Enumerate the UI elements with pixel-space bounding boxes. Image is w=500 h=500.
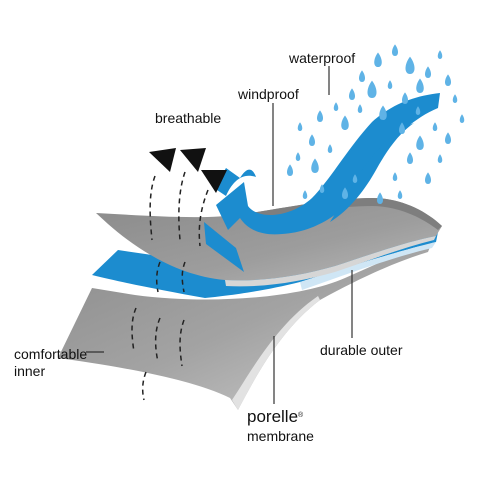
water-droplet-icon [287, 164, 293, 176]
comfortable-inner-label: comfortable inner [14, 346, 87, 380]
water-droplet-icon [309, 134, 315, 146]
water-droplet-icon [357, 104, 363, 113]
water-droplet-icon [342, 187, 348, 199]
durable-outer-label: durable outer [320, 342, 403, 358]
water-droplet-icon [295, 152, 301, 161]
water-droplet-icon [425, 66, 431, 78]
comfortable-label-line1: comfortable [14, 346, 88, 362]
breathable-vapor-lines [131, 171, 209, 401]
water-droplet-icon [416, 135, 424, 150]
water-droplet-icon [397, 190, 403, 199]
windproof-label: windproof [238, 86, 299, 102]
water-droplet-icon [341, 115, 349, 130]
brand-name: porelle [247, 407, 299, 426]
water-droplet-icon [319, 184, 325, 193]
water-droplet-icon [415, 106, 421, 115]
water-droplet-icon [437, 154, 443, 163]
water-droplet-icon [437, 50, 443, 59]
water-droplet-icon [432, 122, 438, 131]
water-droplet-icon [359, 70, 365, 82]
water-droplet-icon [407, 152, 413, 164]
water-droplet-icon [302, 190, 308, 199]
water-droplet-icon [387, 80, 393, 89]
water-droplet-icon [425, 172, 431, 184]
water-droplet-icon [374, 52, 382, 67]
water-droplet-icon [445, 74, 451, 86]
breath-arrows [149, 148, 227, 193]
comfortable-label-line2: inner [14, 363, 46, 379]
durable-outer-layer [96, 198, 442, 287]
water-droplet-icon [349, 88, 355, 100]
water-droplet-icon [379, 105, 387, 120]
water-droplet-icon [352, 174, 358, 183]
water-droplet-icon [367, 80, 377, 98]
water-droplet-icon [333, 102, 339, 111]
water-droplet-icon [317, 110, 323, 122]
leader-lines [86, 66, 353, 404]
water-droplets [287, 44, 465, 204]
water-droplet-icon [392, 172, 398, 181]
water-droplet-icon [399, 122, 405, 134]
breath-arrow-icon [201, 170, 227, 193]
water-droplet-icon [445, 132, 451, 144]
registered-mark: ® [298, 412, 304, 419]
porelle-brand-label: porelle® [247, 407, 303, 427]
breath-arrow-icon [180, 148, 206, 172]
water-droplet-icon [377, 192, 383, 204]
water-droplet-icon [327, 144, 333, 153]
water-droplet-icon [297, 122, 303, 131]
membrane-label: membrane [247, 428, 314, 444]
breath-arrow-icon [149, 148, 176, 172]
water-droplet-icon [459, 114, 465, 123]
water-droplet-icon [416, 78, 424, 93]
waterproof-label: waterproof [289, 50, 356, 66]
water-droplet-icon [311, 158, 319, 173]
water-droplet-icon [402, 92, 408, 104]
comfortable-inner-layer [58, 242, 432, 410]
breathable-label: breathable [155, 110, 222, 126]
water-droplet-icon [392, 44, 398, 56]
water-droplet-icon [452, 94, 458, 103]
water-droplet-icon [405, 56, 415, 74]
